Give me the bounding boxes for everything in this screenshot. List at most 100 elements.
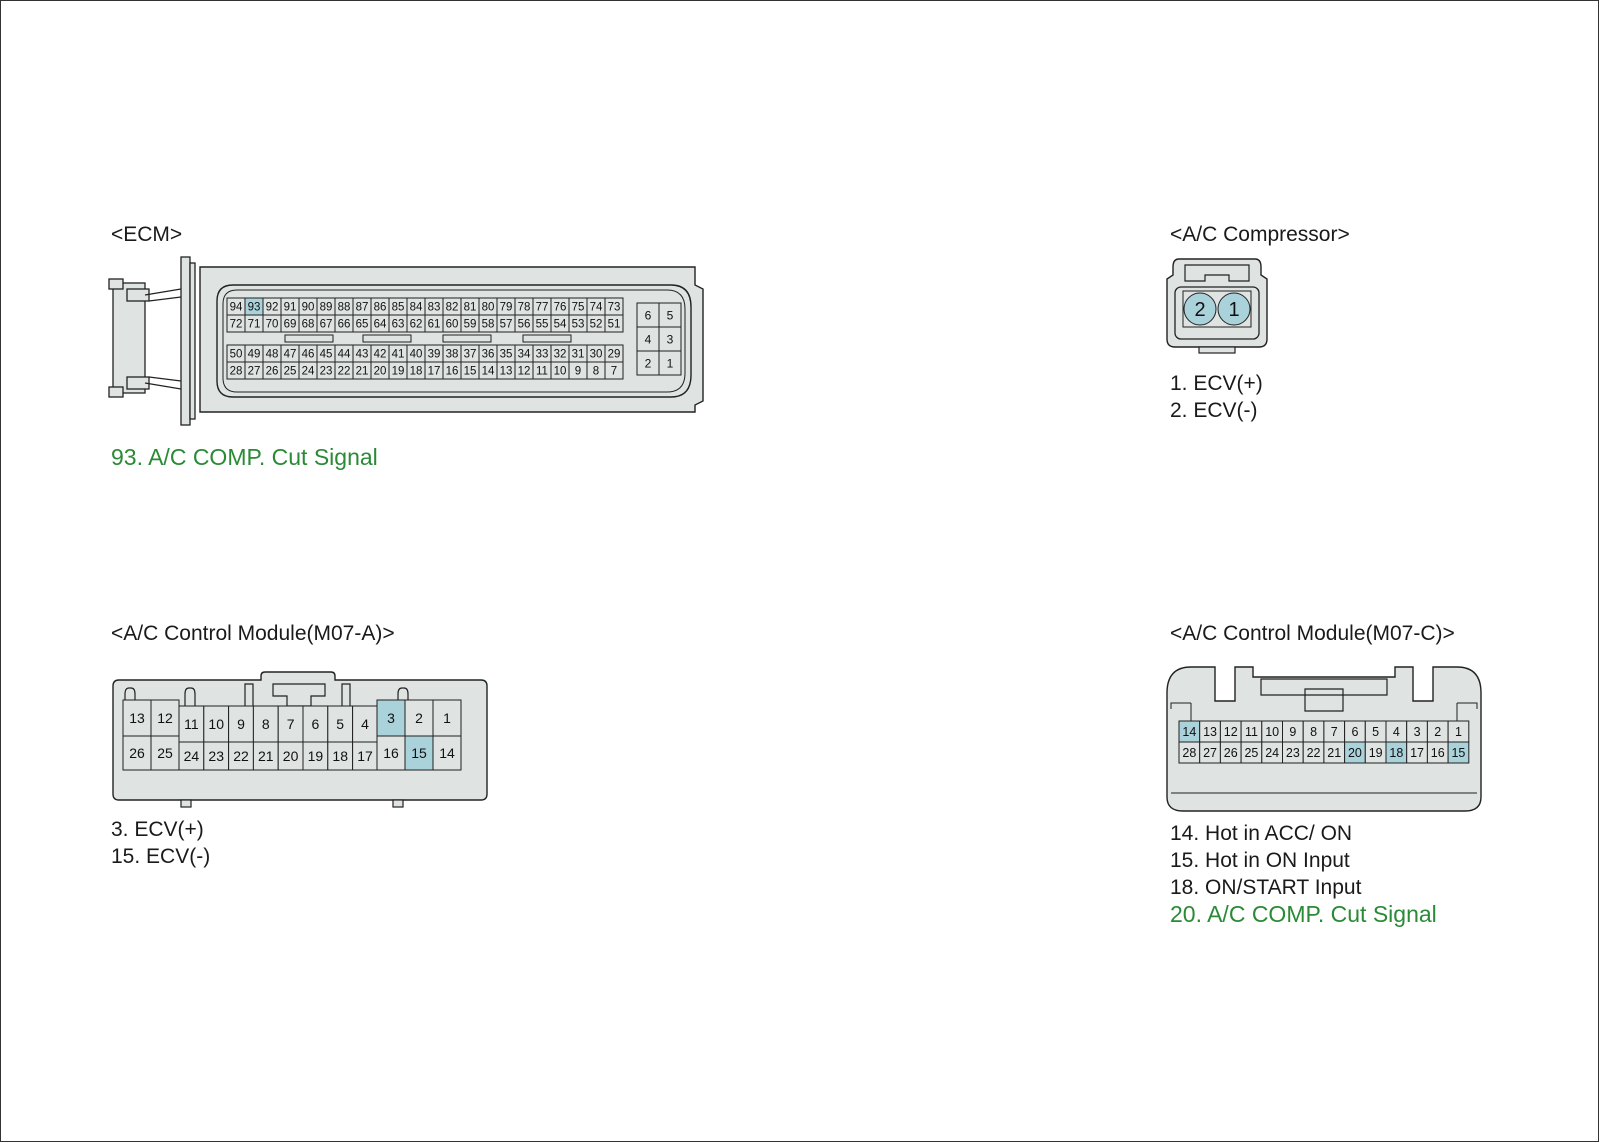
ecm-pin-12: 12: [514, 361, 534, 380]
m07c-pin-15: 15: [1447, 741, 1470, 764]
m07a-pin-10: 10: [203, 705, 230, 743]
m07a-pin-label: 1: [443, 710, 451, 726]
ecm-pin-82: 82: [442, 297, 462, 316]
ecm-pin-label: 28: [230, 366, 243, 378]
ecm-pin-71: 71: [244, 314, 264, 333]
ecm-pin-1: 1: [658, 350, 682, 376]
m07c-pin-20: 20: [1344, 741, 1366, 764]
ecm-pin-68: 68: [298, 314, 318, 333]
compressor-pin-2: 2. ECV(-): [1170, 399, 1258, 422]
ecm-pin-label: 92: [266, 302, 279, 314]
ecm-pin-53: 53: [568, 314, 588, 333]
ecm-pin-69: 69: [280, 314, 300, 333]
ecm-pin-label: 17: [428, 366, 441, 378]
ecm-pin-label: 69: [284, 319, 297, 331]
m07a-pin-label: 7: [287, 716, 295, 732]
ecm-pin-label: 3: [667, 332, 674, 346]
m07c-pin-label: 24: [1265, 746, 1279, 760]
ecm-pin-67: 67: [316, 314, 336, 333]
ecm-pin-56: 56: [514, 314, 534, 333]
ecm-pin-label: 89: [320, 302, 333, 314]
m07c-pin-27: 27: [1199, 741, 1221, 764]
ecm-pin-10: 10: [550, 361, 570, 380]
ecm-pin-86: 86: [370, 297, 390, 316]
ecm-pin-54: 54: [550, 314, 570, 333]
m07a-pin-label: 18: [332, 748, 348, 764]
ecm-title: <ECM>: [111, 223, 183, 246]
ecm-pin-label: 49: [248, 349, 261, 361]
m07c-pin-19: 19: [1364, 741, 1387, 764]
m07a-pin-label: 23: [208, 748, 224, 764]
m07c-pin-17: 17: [1406, 741, 1428, 764]
m07c-pin-label: 26: [1224, 746, 1238, 760]
m07a-pin-label: 21: [258, 748, 274, 764]
ecm-pin-label: 53: [572, 319, 585, 331]
ecm-pin-25: 25: [280, 361, 300, 380]
ecm-pin-79: 79: [496, 297, 516, 316]
m07c-pin-label: 17: [1410, 746, 1424, 760]
ecm-pin-label: 61: [428, 319, 441, 331]
ecm-pin-label: 63: [392, 319, 405, 331]
ecm-pin-57: 57: [496, 314, 516, 333]
m07a-pin-label: 15: [411, 745, 427, 761]
ecm-pin-label: 46: [302, 349, 315, 361]
ecm-pin-label: 36: [482, 349, 495, 361]
ecm-pin-label: 45: [320, 349, 333, 361]
m07a-pin-label: 13: [129, 710, 145, 726]
m07c-pin-label: 22: [1307, 746, 1321, 760]
ecm-pin-18: 18: [406, 361, 426, 380]
ecm-pin-label: 40: [410, 349, 423, 361]
ecm-pin-label: 29: [608, 349, 621, 361]
ecm-pin-23: 23: [316, 361, 336, 380]
ecm-pin-78: 78: [514, 297, 534, 316]
ecm-pin-label: 14: [482, 366, 495, 378]
ecm-pin-label: 77: [536, 302, 549, 314]
ecm-pin-66: 66: [334, 314, 354, 333]
ecm-pin-label: 58: [482, 319, 495, 331]
ecm-pin-3: 3: [658, 326, 682, 352]
m07c-pin-20: 20. A/C COMP. Cut Signal: [1170, 901, 1437, 927]
m07c-pin-label: 4: [1393, 725, 1400, 739]
m07a-pin-label: 6: [312, 716, 320, 732]
ecm-pin-88: 88: [334, 297, 354, 316]
m07c-pin-list: 14. Hot in ACC/ ON 15. Hot in ON Input 1…: [1170, 820, 1437, 928]
ecm-pin-label: 43: [356, 349, 369, 361]
ecm-pin-label: 64: [374, 319, 387, 331]
ecm-pin-75: 75: [568, 297, 588, 316]
ecm-pin-14: 14: [478, 361, 498, 380]
m07c-pin-4: 4: [1385, 720, 1408, 743]
m07c-pin-label: 5: [1372, 725, 1379, 739]
ecm-pin-label: 26: [266, 366, 279, 378]
ecm-pin-label: 73: [608, 302, 621, 314]
ecm-pin-label: 80: [482, 302, 495, 314]
ecm-pin-38: 38: [442, 344, 462, 363]
ecm-pin-4: 4: [636, 326, 660, 352]
ecm-pin-label: 7: [611, 366, 617, 378]
compressor-title: <A/C Compressor>: [1170, 223, 1350, 246]
m07c-pin-23: 23: [1282, 741, 1304, 764]
m07c-pin-12: 12: [1219, 720, 1242, 743]
ecm-pin-89: 89: [316, 297, 336, 316]
m07c-pin-22: 22: [1302, 741, 1325, 764]
m07a-pin-9: 9: [228, 705, 254, 743]
ecm-pin-label: 90: [302, 302, 315, 314]
ecm-pin-label: 84: [410, 302, 423, 314]
ecm-pin-label: 18: [410, 366, 423, 378]
m07a-pin-label: 11: [184, 716, 199, 732]
ecm-pin-70: 70: [262, 314, 282, 333]
m07a-pin-7: 7: [277, 705, 304, 743]
m07a-pin-13: 13: [122, 699, 152, 737]
ecm-pin-label: 39: [428, 349, 441, 361]
m07c-pin-label: 13: [1203, 725, 1217, 739]
ecm-pin-16: 16: [442, 361, 462, 380]
m07c-pin-label: 3: [1414, 725, 1421, 739]
ecm-pin-label: 68: [302, 319, 315, 331]
ecm-pin-label: 30: [590, 349, 603, 361]
ecm-pin-label: 82: [446, 302, 459, 314]
m07a-pin-label: 19: [308, 748, 324, 764]
m07c-pin-label: 6: [1351, 725, 1358, 739]
m07c-pin-14: 14: [1178, 720, 1201, 743]
m07a-pin-17: 17: [352, 741, 378, 771]
ecm-pin-52: 52: [586, 314, 606, 333]
